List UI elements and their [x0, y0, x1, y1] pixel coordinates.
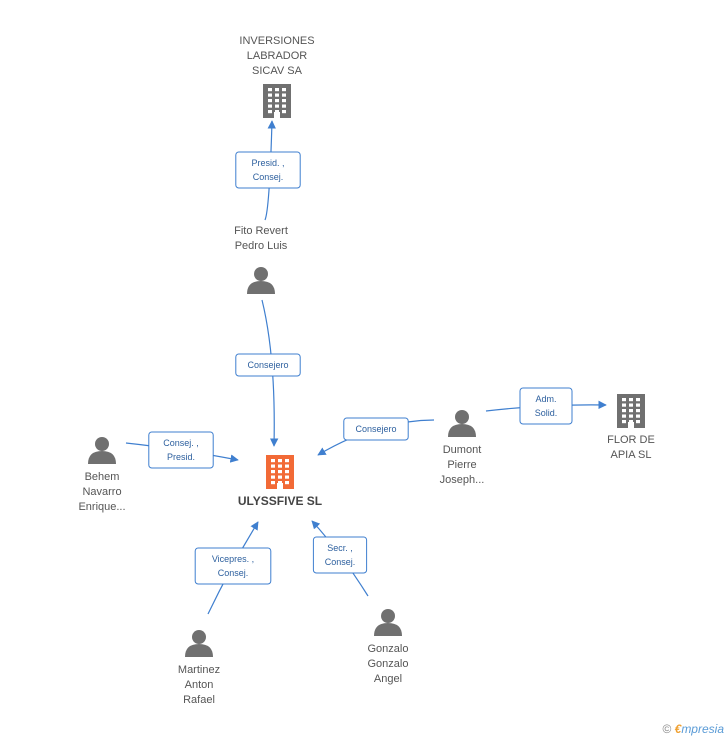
node-flor[interactable]: FLOR DE APIA SL: [607, 394, 655, 461]
role-label[interactable]: Vicepres. , Consej.: [194, 547, 272, 585]
building-icon: [617, 394, 645, 428]
role-text: Solid.: [535, 408, 558, 418]
node-label: INVERSIONES: [239, 35, 314, 47]
role-text: Consejero: [247, 360, 288, 370]
node-label: APIA SL: [611, 449, 652, 461]
role-box: [235, 353, 301, 377]
role-box: [194, 547, 272, 585]
role-label[interactable]: Presid. , Consej.: [235, 151, 301, 189]
building-icon: [266, 455, 294, 489]
role-text: Vicepres. ,: [212, 554, 254, 564]
copyright-symbol: ©: [662, 722, 672, 736]
person-icon: [448, 410, 476, 437]
edge-martinez-to-ulyssfive: Vicepres. , Consej.: [194, 521, 272, 615]
role-box: [235, 151, 301, 189]
node-label: Anton: [185, 679, 214, 691]
node-label: Pierre: [447, 459, 476, 471]
edge-fito-to-inversiones: Presid. , Consej.: [235, 120, 301, 221]
edge-dumont-to-flor: Adm. Solid.: [485, 387, 607, 425]
role-text: Secr. ,: [327, 543, 353, 553]
node-label: Pedro Luis: [235, 240, 288, 252]
node-label: Gonzalo: [368, 643, 409, 655]
role-text: Consejero: [355, 424, 396, 434]
person-icon: [185, 630, 213, 657]
node-label: LABRADOR: [247, 50, 308, 62]
node-label: SICAV SA: [252, 65, 303, 77]
node-label: ULYSSFIVE SL: [238, 494, 322, 508]
person-icon: [88, 437, 116, 464]
role-box: [343, 417, 409, 441]
node-inversiones[interactable]: INVERSIONES LABRADOR SICAV SA: [239, 35, 315, 118]
role-box: [312, 536, 368, 574]
role-label[interactable]: Consejero: [343, 417, 409, 441]
node-label: Martinez: [178, 664, 220, 676]
node-label: Angel: [374, 673, 402, 685]
edge-line: [264, 120, 276, 221]
node-dumont[interactable]: DumontPierreJoseph...: [440, 410, 485, 486]
role-text: Consej.: [218, 568, 249, 578]
node-ulyssfive[interactable]: ULYSSFIVE SL: [238, 455, 322, 508]
person-icon: [374, 609, 402, 636]
role-label[interactable]: Secr. , Consej.: [312, 536, 368, 574]
node-behem[interactable]: BehemNavarroEnrique...: [78, 437, 126, 513]
role-label[interactable]: Consejero: [235, 353, 301, 377]
role-box: [519, 387, 573, 425]
node-label: Rafael: [183, 694, 215, 706]
node-label: Dumont: [443, 444, 482, 456]
role-text: Presid. ,: [251, 158, 284, 168]
person-icon: [247, 267, 275, 294]
footer-brand[interactable]: © €mpresia: [662, 722, 724, 736]
role-text: Adm.: [535, 394, 556, 404]
edge-dumont-to-ulyssfive: Consejero: [317, 417, 435, 456]
role-text: Consej. ,: [163, 438, 199, 448]
role-label[interactable]: Consej. , Presid.: [148, 431, 214, 469]
brand-logo-e: €: [674, 722, 682, 736]
brand-name: mpresia: [681, 722, 724, 736]
node-label: Gonzalo: [368, 658, 409, 670]
node-label: Enrique...: [78, 501, 125, 513]
node-label: Navarro: [82, 486, 121, 498]
role-text: Presid.: [167, 452, 195, 462]
role-label[interactable]: Adm. Solid.: [519, 387, 573, 425]
role-text: Consej.: [253, 172, 284, 182]
edge-behem-to-ulyssfive: Consej. , Presid.: [125, 431, 239, 469]
node-label: Joseph...: [440, 474, 485, 486]
edge-gonzalo-to-ulyssfive: Secr. , Consej.: [311, 520, 369, 597]
building-icon: [263, 84, 291, 118]
node-label: Behem: [85, 471, 120, 483]
node-label: Fito Revert: [234, 225, 288, 237]
node-label: FLOR DE: [607, 434, 655, 446]
nodes-layer: INVERSIONES LABRADOR SICAV SA Fito RevertPe…: [78, 35, 654, 706]
edge-fito-to-ulyssfive: Consejero: [235, 299, 301, 447]
role-text: Consej.: [325, 557, 356, 567]
role-box: [148, 431, 214, 469]
